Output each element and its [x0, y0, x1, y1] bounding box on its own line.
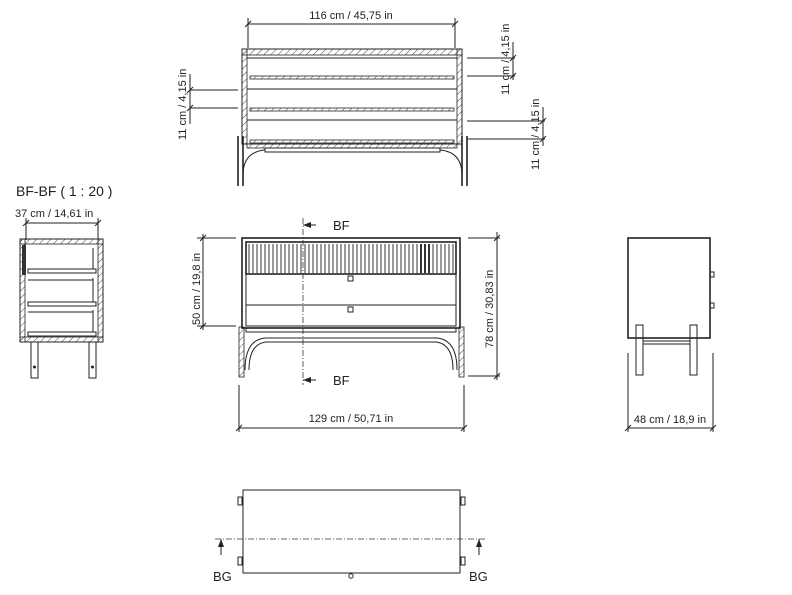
section-view-bg: 116 cm / 45,75 in 11 cm / 4,15 in	[177, 10, 547, 186]
plan-view: BG BG	[213, 489, 488, 584]
dim-side-depth: 48 cm / 18,9 in	[634, 414, 706, 426]
dim-right-drawer-height-1: 11 cm / 4,15 in	[500, 24, 512, 95]
dim-top-width: 116 cm / 45,75 in	[309, 10, 393, 22]
front-elevation: BF BF 50 cm / 19,8 in 7	[191, 218, 501, 432]
fluted-drawer	[245, 241, 457, 275]
dim-front-body-height: 50 cm / 19,8 in	[191, 253, 203, 325]
marker-bf-top: BF	[333, 218, 350, 233]
dim-right-drawer-height-2: 11 cm / 4,15 in	[530, 99, 542, 170]
dim-front-total-height: 78 cm / 30,83 in	[484, 270, 496, 348]
dim-section-depth: 37 cm / 14,61 in	[15, 208, 93, 220]
section-view-bf: BF-BF ( 1 : 20 ) 37 cm / 14,61 in	[15, 183, 112, 379]
dim-left-drawer-height: 11 cm / 4,15 in	[177, 69, 189, 140]
side-elevation: 48 cm / 18,9 in	[624, 237, 717, 432]
dim-front-total-width: 129 cm / 50,71 in	[309, 413, 393, 425]
marker-bg-left: BG	[213, 569, 232, 584]
marker-bg-right: BG	[469, 569, 488, 584]
marker-bf-bottom: BF	[333, 373, 350, 388]
section-title: BF-BF ( 1 : 20 )	[16, 183, 112, 199]
